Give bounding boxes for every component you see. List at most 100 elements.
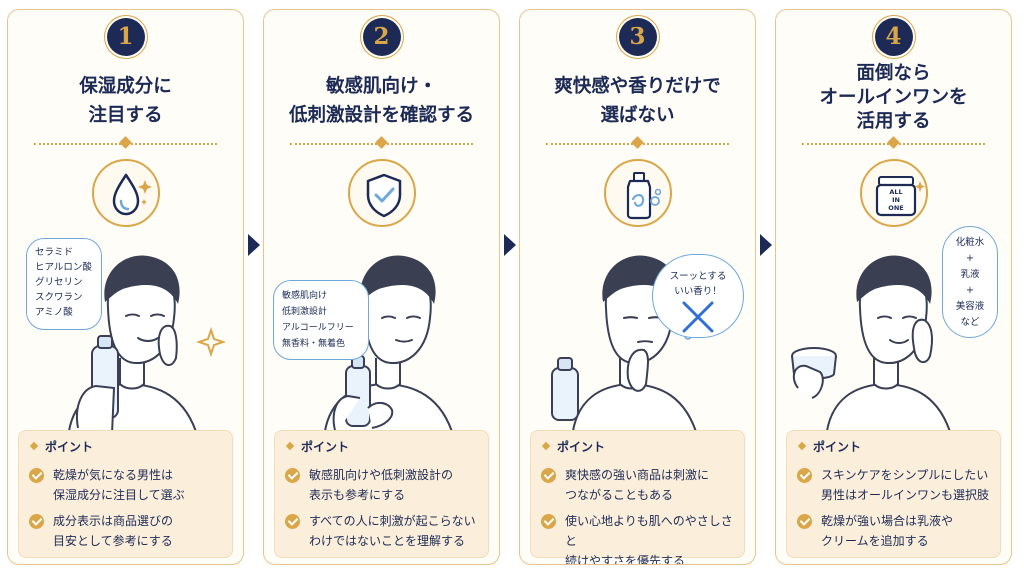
point-item: すべての人に刺激が起こらない わけではないことを理解する [285, 511, 482, 551]
bubble-line: いい香り！ [674, 286, 722, 297]
bubble-line: 乳液 [960, 269, 980, 280]
point-line: クリームを追加する [821, 534, 929, 548]
point-label: ポイント [301, 440, 350, 454]
check-icon [541, 468, 556, 483]
step-title-line: 注目する [88, 105, 163, 126]
point-item: 乾燥が気になる男性は 保湿成分に注目して選ぶ [29, 465, 226, 505]
diamond-icon [541, 441, 551, 451]
step-card-1: 1 保湿成分に 注目する [7, 9, 244, 565]
point-line: 敏感肌向けや低刺激設計の [309, 468, 454, 482]
jar-icon: ALL IN ONE [859, 159, 928, 227]
step-title-4: 面倒なら オールインワンを 活用する [776, 62, 1011, 134]
step-title-1: 保湿成分に 注目する [8, 72, 243, 130]
step-number-1: 1 [106, 18, 145, 56]
point-line: 男性はオールインワンも選択肢 [821, 488, 990, 502]
bubble-line: ヒアルロン酸 [35, 262, 92, 273]
bubble-line: 美容液 [955, 301, 985, 312]
check-icon [285, 514, 300, 529]
man-with-bottle-illustration [264, 238, 499, 439]
point-box-3: ポイント 爽快感の強い商品は刺激に つながることもある 使い心地よりも肌へのやさ… [530, 430, 745, 564]
bottle-icon [603, 159, 672, 227]
point-item: 乾燥が強い場合は乳液や クリームを追加する [797, 511, 994, 551]
step-number-2: 2 [362, 18, 401, 56]
point-box-1: ポイント 乾燥が気になる男性は 保湿成分に注目して選ぶ 成分表示は商品選びの 目… [18, 430, 233, 558]
point-box-2: ポイント 敏感肌向けや低刺激設計の 表示も参考にする すべての人に刺激が起こらな… [274, 430, 489, 558]
label-bubble: 敏感肌向け 低刺激設計 アルコールフリー 無香料・無着色 [273, 280, 369, 360]
step-title-line: 爽快感や香りだけで [554, 76, 721, 97]
step-title-line: 保湿成分に [79, 76, 172, 97]
step-card-4: 4 面倒なら オールインワンを 活用する ALL IN ONE [775, 9, 1012, 565]
all-in-one-bubble: 化粧水 + 乳液 + 美容液 など [942, 226, 998, 338]
point-line: つながることもある [565, 488, 674, 502]
point-line: 使い心地よりも肌へのやさしさと [565, 514, 733, 548]
bubble-line: スーッとする [669, 271, 727, 282]
step-number-4: 4 [874, 18, 913, 56]
step-card-2: 2 敏感肌向け・ 低刺激設計を確認する [263, 9, 500, 565]
check-icon [541, 514, 556, 529]
ingredient-bubble: セラミド ヒアルロン酸 グリセリン スクワラン アミノ酸 [26, 238, 102, 330]
point-line: 乾燥が気になる男性は [53, 468, 174, 482]
next-arrow-icon [504, 234, 516, 256]
point-title: ポイント [29, 438, 93, 455]
point-item: 成分表示は商品選びの 目安として参考にする [29, 511, 226, 551]
step-title-line: 面倒なら [856, 63, 931, 84]
check-icon [285, 468, 300, 483]
point-title: ポイント [285, 438, 350, 455]
jar-label-line: ALL [889, 188, 902, 196]
point-label: ポイント [813, 440, 862, 454]
point-title: ポイント [797, 438, 862, 455]
diamond-icon [797, 441, 807, 451]
step-title-line: 低刺激設計を確認する [288, 105, 474, 126]
bubble-line: など [960, 317, 980, 328]
point-item: スキンケアをシンプルにしたい 男性はオールインワンも選択肢 [797, 465, 994, 505]
check-icon [29, 468, 44, 483]
bubble-line: グリセリン [35, 277, 83, 288]
bubble-line: アルコールフリー [282, 323, 354, 333]
step-number-3: 3 [618, 18, 657, 56]
bubble-line: 化粧水 [955, 237, 985, 248]
bubble-line: セラミド [35, 247, 74, 258]
point-box-4: ポイント スキンケアをシンプルにしたい 男性はオールインワンも選択肢 乾燥が強い… [786, 430, 1001, 558]
step-card-3: 3 爽快感や香りだけで 選ばない [519, 9, 756, 565]
cross-icon [682, 301, 714, 333]
point-line: すべての人に刺激が起こらない [309, 514, 476, 528]
step-title-2: 敏感肌向け・ 低刺激設計を確認する [264, 72, 499, 130]
step-title-line: 選ばない [600, 105, 675, 126]
point-label: ポイント [557, 440, 606, 454]
next-arrow-icon [248, 234, 260, 256]
point-item: 敏感肌向けや低刺激設計の 表示も参考にする [285, 465, 482, 505]
point-line: 乾燥が強い場合は乳液や [821, 514, 954, 528]
jar-label-line: IN [892, 196, 900, 204]
point-line: 保湿成分に注目して選ぶ [53, 488, 185, 502]
point-line: 目安として参考にする [53, 534, 173, 548]
water-drop-icon [91, 159, 160, 227]
point-line: 表示も参考にする [309, 488, 406, 502]
point-item: 爽快感の強い商品は刺激に つながることもある [541, 465, 738, 505]
point-line: 爽快感の強い商品は刺激に [565, 468, 710, 482]
bubble-line: + [966, 253, 974, 264]
next-arrow-icon [760, 234, 772, 256]
check-icon [797, 468, 812, 483]
bubble-line: 無香料・無着色 [282, 339, 346, 349]
bubble-line: + [966, 285, 974, 296]
bubble-line: 低刺激設計 [282, 307, 328, 317]
step-title-line: 敏感肌向け・ [325, 76, 437, 97]
bubble-line: アミノ酸 [35, 307, 73, 318]
step-title-line: オールインワンを [819, 87, 968, 108]
divider-diamond [630, 136, 644, 149]
scent-bubble: スーッとする いい香り！ [652, 254, 744, 338]
diamond-icon [29, 441, 39, 451]
point-line: わけではないことを理解する [309, 534, 466, 548]
jar-label-line: ONE [888, 204, 903, 212]
divider-diamond [118, 136, 132, 149]
check-icon [797, 514, 812, 529]
point-item: 使い心地よりも肌へのやさしさと 続けやすさを優先する [541, 511, 738, 565]
man-with-lotion-illustration [8, 238, 243, 439]
man-with-cream-illustration [776, 238, 1011, 439]
point-title: ポイント [541, 438, 606, 455]
point-line: 続けやすさを優先する [565, 554, 686, 565]
shield-check-icon [347, 159, 416, 227]
step-title-3: 爽快感や香りだけで 選ばない [520, 72, 755, 130]
divider-diamond [374, 136, 388, 149]
